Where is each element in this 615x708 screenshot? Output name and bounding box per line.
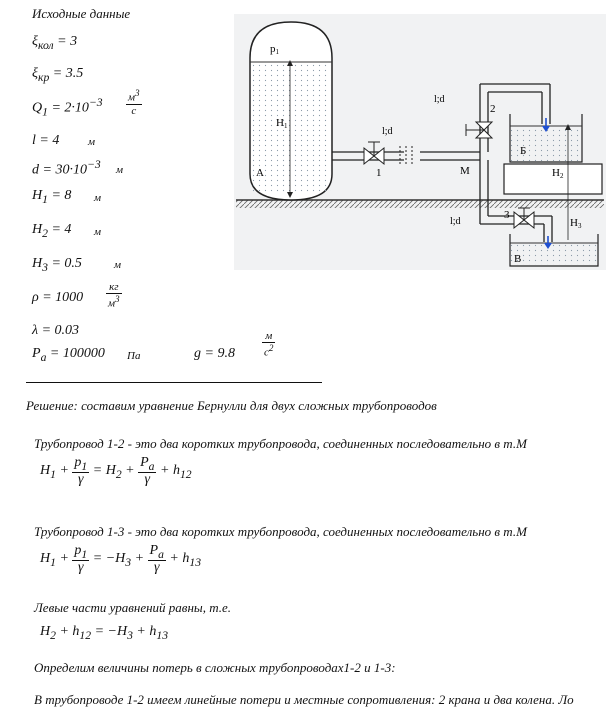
q1: Q1 = 2·10−3: [32, 96, 103, 119]
tank-b-label: Б: [520, 145, 526, 157]
separator-line: [26, 382, 322, 383]
junction-m-label: M: [460, 165, 470, 177]
h2-unit: м: [94, 226, 102, 238]
h3-label: H3: [570, 217, 582, 230]
pipe1-label: 1: [376, 167, 382, 179]
rho-value: ρ = 1000: [32, 290, 84, 305]
g-value: g = 9.8: [194, 346, 235, 361]
pipeline-12-text: Трубопровод 1-2 - это два коротких трубо…: [34, 436, 527, 451]
h2-label: H2: [552, 167, 564, 180]
losses-text: Определим величины потерь в сложных труб…: [34, 660, 396, 675]
rho-unit: кг м3: [106, 281, 122, 310]
h1-unit: м: [94, 192, 102, 204]
tank-v-label: В: [514, 253, 521, 265]
ld3-label: l;d: [450, 216, 461, 227]
pipeline-diagram: p1 H1 A l;d 1 M l;d 2 Б H2 l;d 3 H3: [234, 14, 606, 270]
d-unit: м: [116, 164, 124, 176]
pipe2-label: 2: [490, 103, 496, 115]
h3-unit: м: [114, 259, 122, 271]
xi-kol: ξкол = 3: [32, 34, 78, 52]
lambda-value: λ = 0.03: [32, 323, 80, 338]
equation-3: H2 + h12 = −H3 + h13: [40, 624, 169, 642]
q1-unit: м3 с: [126, 88, 142, 117]
tank-b-base: [503, 163, 603, 195]
h2-value: H2 = 4: [32, 222, 72, 240]
tank-v: [511, 243, 597, 265]
pa-unit: Па: [127, 350, 141, 362]
p1-label: p1: [270, 43, 280, 56]
d-value: d = 30·10−3: [32, 158, 101, 178]
a-label: A: [256, 167, 264, 179]
h3-value: H3 = 0.5: [32, 256, 82, 274]
l-unit: м: [88, 136, 96, 148]
ld2-label: l;d: [434, 94, 445, 105]
xi-kr: ξкр = 3.5: [32, 66, 84, 84]
given-title: Исходные данные: [32, 6, 131, 21]
pa-value: Pa = 100000: [32, 346, 105, 364]
solution-intro: Решение: составим уравнение Бернулли для…: [26, 398, 437, 413]
h1-label: H1: [276, 117, 288, 130]
h1-value: H1 = 8: [32, 188, 72, 206]
ld1-label: l;d: [382, 126, 393, 137]
l-value: l = 4: [32, 133, 60, 148]
pipeline-13-text: Трубопровод 1-3 - это два коротких трубо…: [34, 524, 527, 539]
g-unit: м с2: [262, 330, 276, 359]
left-equal-text: Левые части уравнений равны, т.е.: [34, 600, 232, 615]
ground-hatch: [236, 200, 604, 208]
last-line-text: В трубопроводе 1-2 имеем линейные потери…: [34, 692, 574, 707]
pipe3-label: 3: [504, 209, 510, 221]
